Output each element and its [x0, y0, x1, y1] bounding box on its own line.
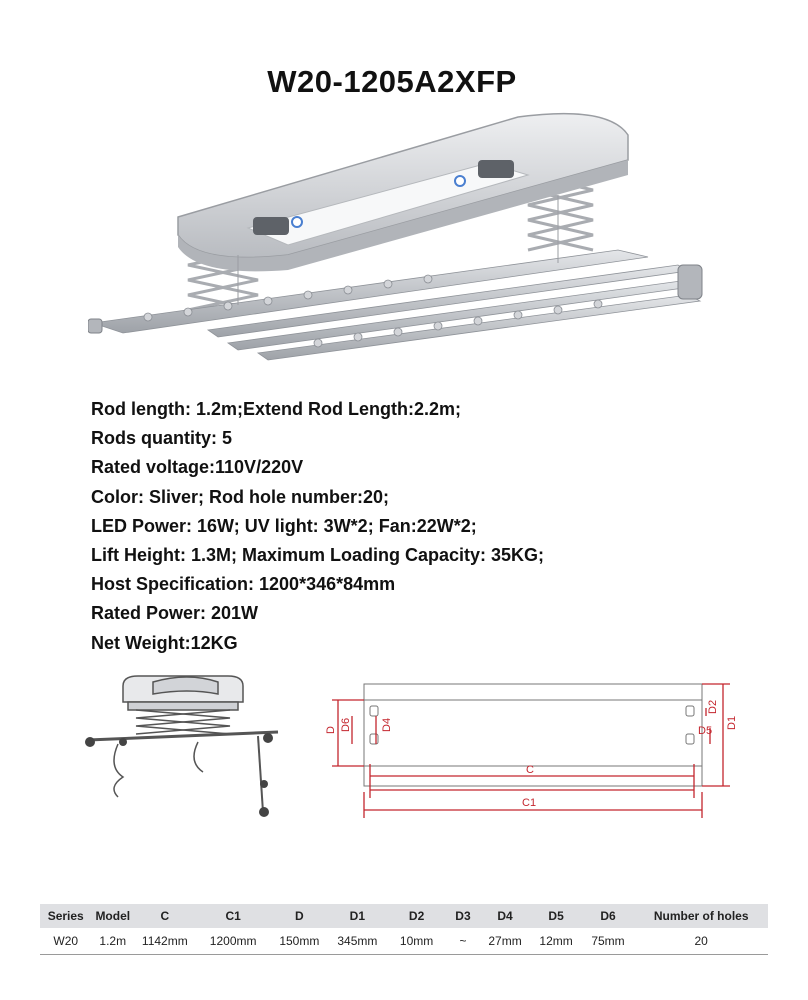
product-model-title: W20-1205A2XFP: [267, 64, 517, 99]
dimension-label-d: D: [325, 726, 337, 734]
dimension-label-c1: C1: [522, 797, 536, 809]
dimension-label-d4: D4: [381, 718, 393, 732]
header-series: Series: [40, 904, 92, 928]
spec-rated-power: Rated Power: 201W: [91, 603, 259, 624]
cell-d5: 12mm: [530, 928, 582, 955]
dimension-label-d5: D5: [698, 725, 712, 737]
header-d6: D6: [581, 904, 635, 928]
header-d4: D4: [479, 904, 531, 928]
cell-c: 1142mm: [134, 928, 196, 955]
spec-color-holes: Color: Sliver; Rod hole number:20;: [91, 486, 390, 507]
spec-rod-length: Rod length: 1.2m;Extend Rod Length:2.2m;: [91, 399, 462, 419]
dimension-label-c: C: [526, 764, 534, 776]
cell-number-of-holes: 20: [634, 928, 768, 955]
cell-d6: 75mm: [581, 928, 635, 955]
header-d: D: [270, 904, 328, 928]
table-header-row: Series Model C C1 D D1 D2 D3 D4 D5 D6 Nu…: [40, 904, 768, 928]
spec-power-components: LED Power: 16W; UV light: 3W*2; Fan:22W*…: [91, 515, 477, 536]
cell-c1: 1200mm: [195, 928, 271, 955]
spec-rods-quantity: Rods quantity: 5: [91, 428, 233, 449]
dimension-label-d1: D1: [726, 716, 738, 730]
dimension-label-d2: D2: [707, 700, 719, 714]
header-c: C: [134, 904, 196, 928]
cell-d4: 27mm: [479, 928, 531, 955]
header-number-of-holes: Number of holes: [634, 904, 768, 928]
dimension-drawing: D D6 D4 C C1 D2 D5 D1: [325, 683, 738, 818]
header-d1: D1: [327, 904, 387, 928]
header-model: Model: [91, 904, 135, 928]
spec-lift-height: Lift Height: 1.3M; Maximum Loading Capac…: [91, 545, 545, 566]
spec-rated-voltage: Rated voltage:110V/220V: [91, 457, 304, 478]
cell-d: 150mm: [270, 928, 328, 955]
cell-series: W20: [40, 928, 92, 955]
cell-d1: 345mm: [327, 928, 387, 955]
header-c1: C1: [195, 904, 271, 928]
cell-d2: 10mm: [386, 928, 447, 955]
spec-host-size: Host Specification: 1200*346*84mm: [91, 574, 396, 595]
side-view-drawing: [85, 675, 279, 817]
header-d2: D2: [386, 904, 447, 928]
header-d5: D5: [530, 904, 582, 928]
cell-d3: ~: [446, 928, 480, 955]
spec-net-weight: Net Weight:12KG: [91, 632, 238, 653]
cell-model: 1.2m: [91, 928, 135, 955]
dimension-table: Series Model C C1 D D1 D2 D3 D4 D5 D6 Nu…: [40, 904, 768, 955]
header-d3: D3: [446, 904, 480, 928]
dimension-label-d6: D6: [340, 718, 352, 732]
table-row: W20 1.2m 1142mm 1200mm 150mm 345mm 10mm …: [40, 928, 768, 955]
clothes-drying-rack-image: [88, 112, 703, 361]
specification-list: Rod length: 1.2m;Extend Rod Length:2.2m;…: [91, 395, 544, 658]
